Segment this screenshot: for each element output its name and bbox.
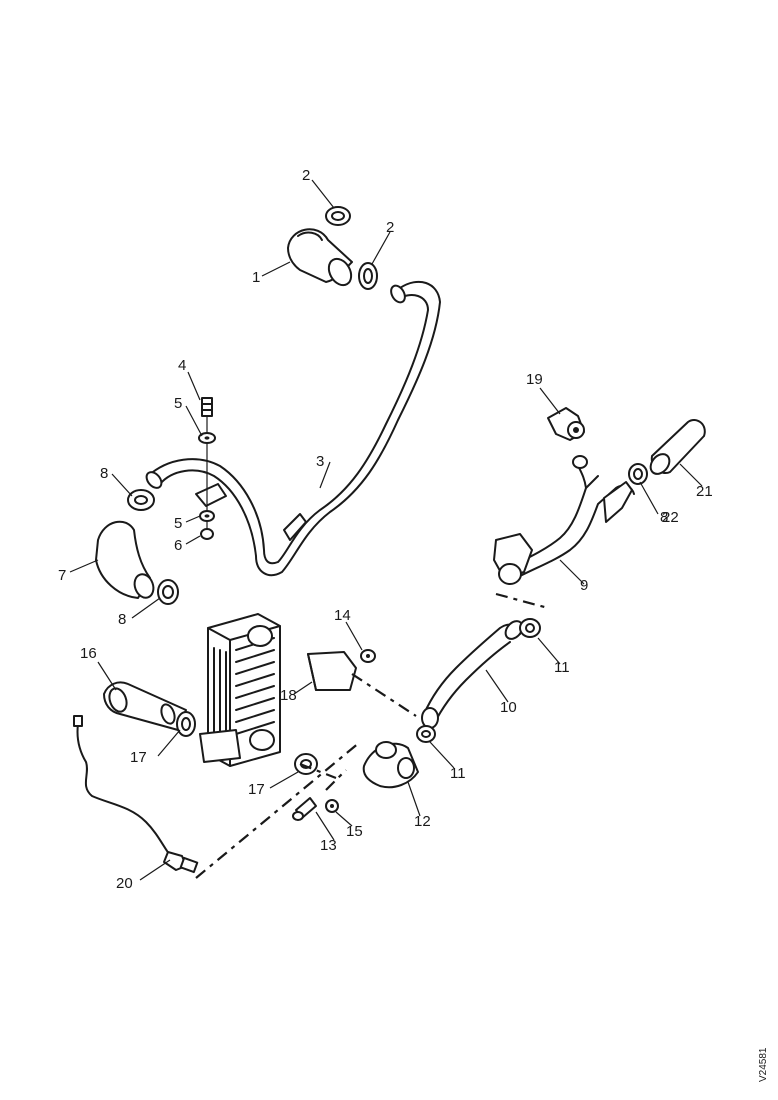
callout-12: 12 bbox=[414, 813, 431, 830]
callout-13: 13 bbox=[320, 837, 337, 854]
bolt-part-4 bbox=[201, 397, 213, 417]
callout-21: 21 bbox=[696, 483, 713, 500]
hose-elbow-part-7 bbox=[95, 520, 155, 599]
nut-part-14 bbox=[360, 649, 376, 663]
callout-6: 6 bbox=[174, 537, 182, 554]
pipe-part-10 bbox=[421, 620, 524, 729]
reference-code: V24581 bbox=[758, 1047, 769, 1082]
callout-2-lower: 2 bbox=[386, 219, 394, 236]
callout-15: 15 bbox=[346, 823, 363, 840]
pipe-assembly-part-9 bbox=[493, 455, 635, 585]
hose-clamp-part-2-upper bbox=[325, 206, 351, 226]
callout-8-right: 8 bbox=[660, 509, 668, 526]
hose-clamp-part-17-left bbox=[176, 711, 196, 737]
hose-clamp-part-8-upper bbox=[127, 489, 155, 511]
hose-clamp-part-11-upper bbox=[519, 618, 541, 638]
hose-elbow-part-1 bbox=[287, 228, 353, 287]
callout-5-lower: 5 bbox=[174, 515, 182, 532]
hose-clamp-part-2-lower bbox=[358, 262, 378, 290]
callout-10: 10 bbox=[500, 699, 517, 716]
hose-clamp-part-8-right bbox=[628, 463, 648, 485]
oil-cooler bbox=[199, 613, 281, 767]
bracket-plate-part-18 bbox=[307, 651, 357, 691]
hose-part-21 bbox=[649, 418, 706, 475]
hose-clamp-part-17-right bbox=[294, 753, 318, 775]
plug-part-13 bbox=[292, 797, 317, 821]
nut-part-6 bbox=[200, 528, 214, 540]
seal-part-15 bbox=[325, 799, 339, 813]
callout-2-upper: 2 bbox=[302, 167, 310, 184]
callout-19: 19 bbox=[526, 371, 543, 388]
assembly-axis-lines bbox=[195, 592, 549, 879]
leader-lines bbox=[69, 179, 703, 881]
callout-7: 7 bbox=[58, 567, 66, 584]
callout-labels: 1 2 2 3 4 5 5 6 8 7 8 8 9 19 21 14 16 18… bbox=[58, 167, 713, 892]
callout-9: 9 bbox=[580, 577, 588, 594]
washer-part-5-upper bbox=[198, 432, 216, 444]
callout-14: 14 bbox=[334, 607, 351, 624]
callout-5-upper: 5 bbox=[174, 395, 182, 412]
elbow-part-12 bbox=[362, 741, 419, 789]
hose-clamp-part-11-lower bbox=[416, 725, 436, 743]
sensor-part-20 bbox=[73, 715, 199, 874]
callout-16: 16 bbox=[80, 645, 97, 662]
callout-22: 22 bbox=[662, 509, 679, 526]
callout-1: 1 bbox=[252, 269, 260, 286]
callout-3: 3 bbox=[316, 453, 324, 470]
callout-17-right: 17 bbox=[248, 781, 265, 798]
hose-clamp-part-8-middle bbox=[157, 579, 179, 605]
callout-20: 20 bbox=[116, 875, 133, 892]
coolant-pipe-part-3 bbox=[145, 280, 441, 577]
callout-4: 4 bbox=[178, 357, 186, 374]
callout-11-lower: 11 bbox=[450, 765, 466, 782]
valve-part-19 bbox=[547, 407, 585, 441]
washer-part-5-lower bbox=[199, 510, 215, 522]
callout-18: 18 bbox=[280, 687, 297, 704]
callout-8-middle: 8 bbox=[118, 611, 126, 628]
callout-11-upper: 11 bbox=[554, 659, 570, 676]
callout-17-left: 17 bbox=[130, 749, 147, 766]
callout-8-upper: 8 bbox=[100, 465, 108, 482]
